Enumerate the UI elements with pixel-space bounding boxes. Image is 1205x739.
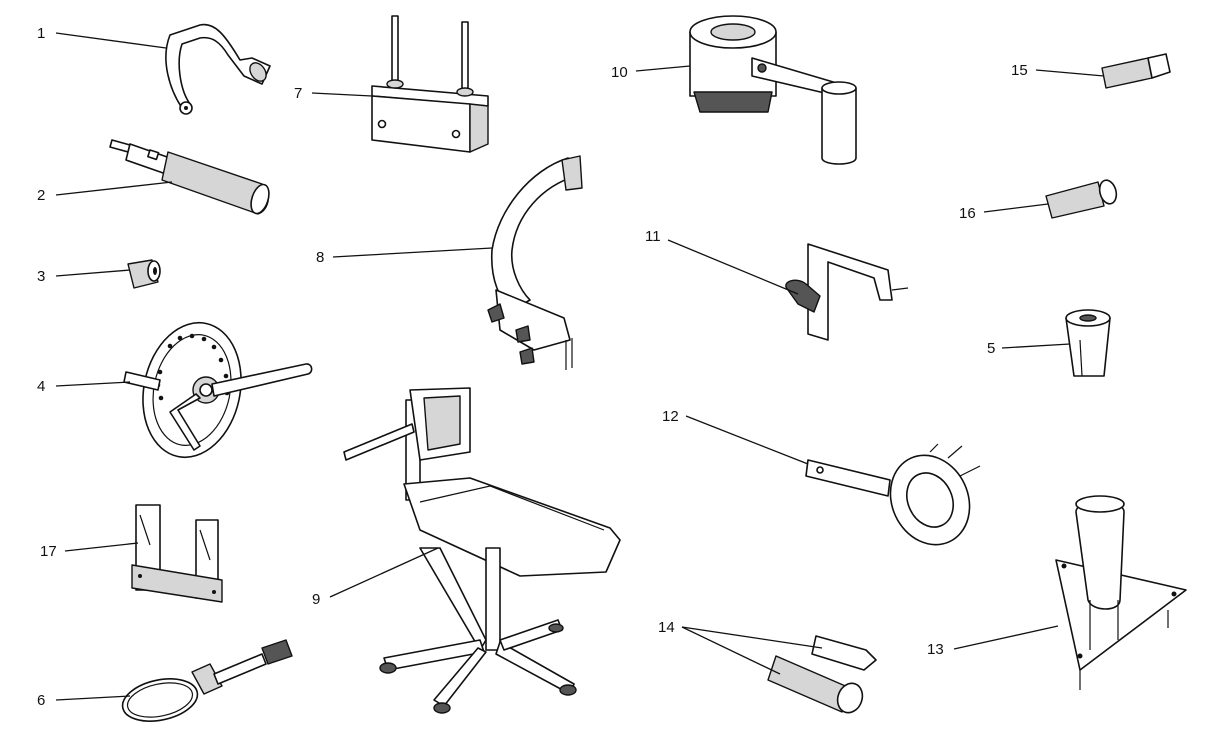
callout-8: 8 — [316, 249, 324, 266]
callout-10: 10 — [611, 64, 628, 81]
part-11-bracket-tool — [785, 243, 909, 341]
part-4-degree-wheel — [123, 321, 313, 459]
callout-17: 17 — [40, 543, 57, 560]
callout-12: 12 — [662, 408, 679, 425]
callout-1: 1 — [37, 25, 45, 42]
part-3-small-nut — [127, 259, 161, 289]
callout-9: 9 — [312, 591, 320, 608]
callout-13: 13 — [927, 641, 944, 658]
callout-16: 16 — [959, 205, 976, 222]
part-9-stand-with-tray — [343, 387, 621, 714]
callout-7: 7 — [294, 85, 302, 102]
part-17-plate-fixture — [131, 504, 223, 603]
part-2-handle-tool — [109, 139, 270, 215]
part-1-crank-tool — [165, 23, 271, 115]
part-12-flange-tool — [805, 443, 981, 546]
part-5-socket — [1065, 309, 1111, 377]
callout-5: 5 — [987, 340, 995, 357]
callout-4: 4 — [37, 378, 45, 395]
part-14-two-piece-tool — [767, 635, 877, 714]
callout-14: 14 — [658, 619, 675, 636]
part-7-pin-bracket — [371, 15, 489, 153]
callout-labels: 1 2 3 4 5 6 7 8 9 10 11 12 13 14 15 16 1… — [37, 25, 1028, 709]
part-15-threaded-pin — [1101, 53, 1171, 89]
callout-3: 3 — [37, 268, 45, 285]
callout-2: 2 — [37, 187, 45, 204]
callout-15: 15 — [1011, 62, 1028, 79]
part-10-pulley-tool — [689, 15, 857, 165]
callout-6: 6 — [37, 692, 45, 709]
part-16-threaded-bolt — [1045, 179, 1118, 219]
part-6-strap-wrench — [121, 639, 293, 722]
part-8-curved-arm — [487, 155, 583, 370]
part-13-triangle-base — [1055, 495, 1187, 690]
leader-lines — [55, 32, 1105, 701]
callout-11: 11 — [645, 228, 661, 245]
